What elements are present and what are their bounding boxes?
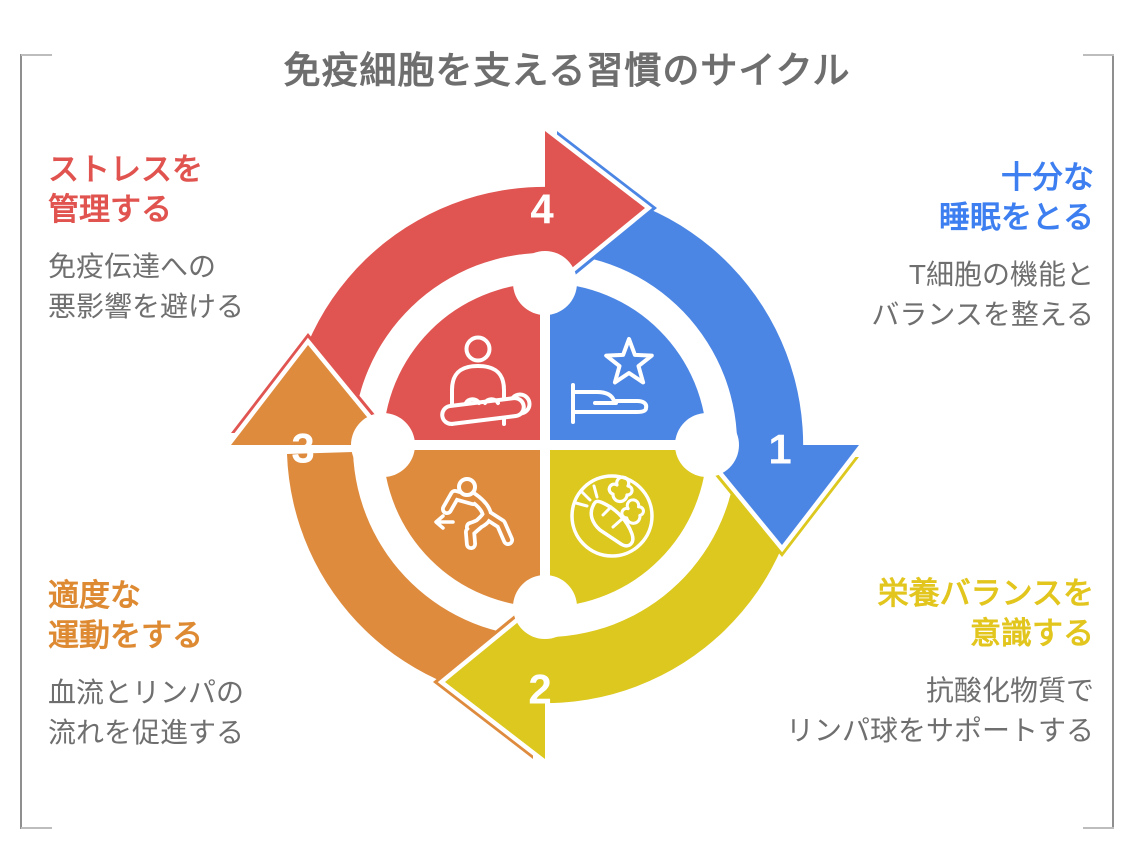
step2-description: 抗酸化物質で リンパ球をサポートする xyxy=(785,675,1094,746)
arrowhead-orange xyxy=(227,337,394,448)
runner-icon xyxy=(434,477,514,550)
step-number-3: 3 xyxy=(291,425,314,472)
step1-description: T細胞の機能と バランスを整える xyxy=(871,259,1094,330)
frame-tick-top-left xyxy=(21,54,52,56)
arrowhead-red xyxy=(542,127,653,294)
notch-top xyxy=(513,251,577,315)
step4-description: 免疫伝達への 悪影響を避ける xyxy=(48,251,245,322)
step2-heading: 栄養バランスを 意識する xyxy=(877,576,1094,651)
step3-description: 血流とリンパの 流れを促進する xyxy=(48,677,245,748)
nutrition-icon xyxy=(570,474,654,558)
step-number-1: 1 xyxy=(768,426,791,473)
inner-quadrants xyxy=(351,251,739,639)
step4-heading: ストレスを 管理する xyxy=(48,152,203,227)
frame-left-rule xyxy=(20,54,22,829)
notch-bottom xyxy=(513,575,577,639)
step-number-2: 2 xyxy=(528,666,551,713)
notch-left xyxy=(351,413,415,477)
arrowhead-yellow xyxy=(437,596,548,763)
bed-star-icon xyxy=(571,337,654,424)
frame-tick-bottom-left xyxy=(21,827,52,829)
frame-tick-top-right xyxy=(1083,54,1114,56)
step3-heading: 適度な 運動をする xyxy=(48,578,203,653)
step-number-4: 4 xyxy=(530,186,554,233)
arrowhead-blue xyxy=(696,442,863,553)
notch-right xyxy=(675,413,739,477)
page-title: 免疫細胞を支える習慣のサイクル xyxy=(283,50,851,91)
meditation-icon xyxy=(440,335,532,426)
frame-tick-bottom-right xyxy=(1083,827,1114,829)
step1-heading: 十分な 睡眠をとる xyxy=(939,160,1094,235)
frame-right-rule xyxy=(1112,54,1114,829)
